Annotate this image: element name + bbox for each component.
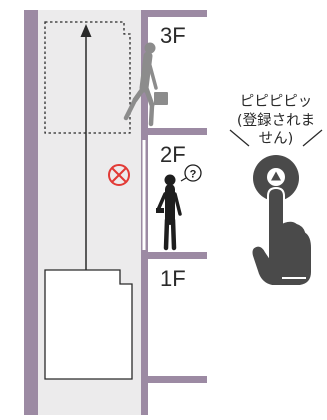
sound-line-right [302,129,323,147]
elevator-car [44,269,133,380]
no-entry-icon [108,164,130,186]
floor-slab-2f [141,128,207,135]
floor-label-1f: 1F [160,266,186,291]
up-arrow-icon [80,24,92,37]
floor-label-2f: 2F [160,142,186,167]
call-button-icon [253,155,299,201]
question-icon [184,164,202,182]
question-bubble: ? [180,164,202,182]
beep-sound-text: ピピピピッ (登録されま せん) [226,93,326,149]
beep-line-2: (登録されま [236,112,316,129]
floor-label-3f: 3F [160,23,186,48]
walking-person-icon [123,42,168,127]
waiting-person-icon [156,174,182,251]
elevator-car-target [44,21,131,134]
beep-line-3: せん) [258,131,294,148]
sound-line-left [229,129,250,147]
question-mark: ? [190,169,197,181]
floor-slab-3f [141,10,207,17]
shaft-left-wall [24,10,38,415]
floor-slab-1f [141,252,207,259]
beep-line-1: ピピピピッ [239,94,313,110]
floor-slab-0f [141,376,207,383]
pointing-hand-icon [250,186,313,287]
